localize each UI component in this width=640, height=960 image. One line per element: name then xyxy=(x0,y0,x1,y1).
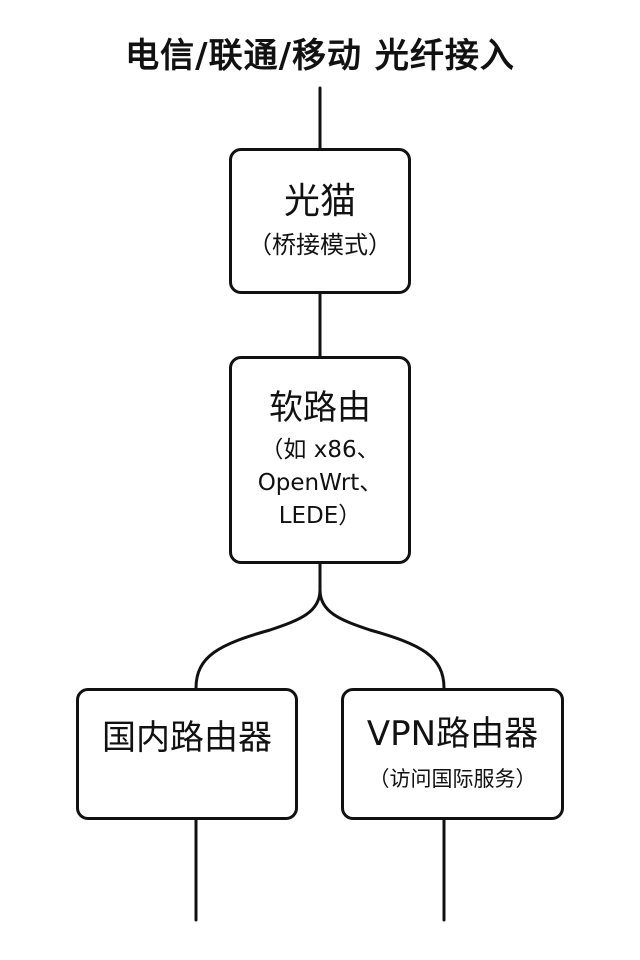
domestic-router-title: 国内路由器 xyxy=(102,718,272,758)
vpn-router-subtitle: （访问国际服务） xyxy=(368,767,537,791)
split-left-line xyxy=(194,562,322,690)
domestic-router-box: 国内路由器 xyxy=(76,688,298,820)
split-right-line xyxy=(318,562,446,690)
soft-router-subtitle-line-2: OpenWrt、 xyxy=(257,469,383,496)
soft-router-title: 软路由 xyxy=(269,387,371,428)
optical-modem-subtitle: （桥接模式） xyxy=(248,231,392,259)
optical-modem-title: 光猫 xyxy=(283,181,356,222)
soft-router-box: 软路由 （如 x86、 OpenWrt、 LEDE） xyxy=(229,356,411,564)
soft-router-subtitle-line-3: LEDE） xyxy=(278,502,362,529)
optical-modem-box: 光猫 （桥接模式） xyxy=(229,148,411,294)
diagram-title: 电信/联通/移动 光纤接入 xyxy=(125,36,515,76)
vpn-router-title: VPN路由器 xyxy=(366,714,539,754)
vpn-router-box: VPN路由器 （访问国际服务） xyxy=(341,688,564,820)
soft-router-subtitle-line-1: （如 x86、 xyxy=(260,436,380,463)
